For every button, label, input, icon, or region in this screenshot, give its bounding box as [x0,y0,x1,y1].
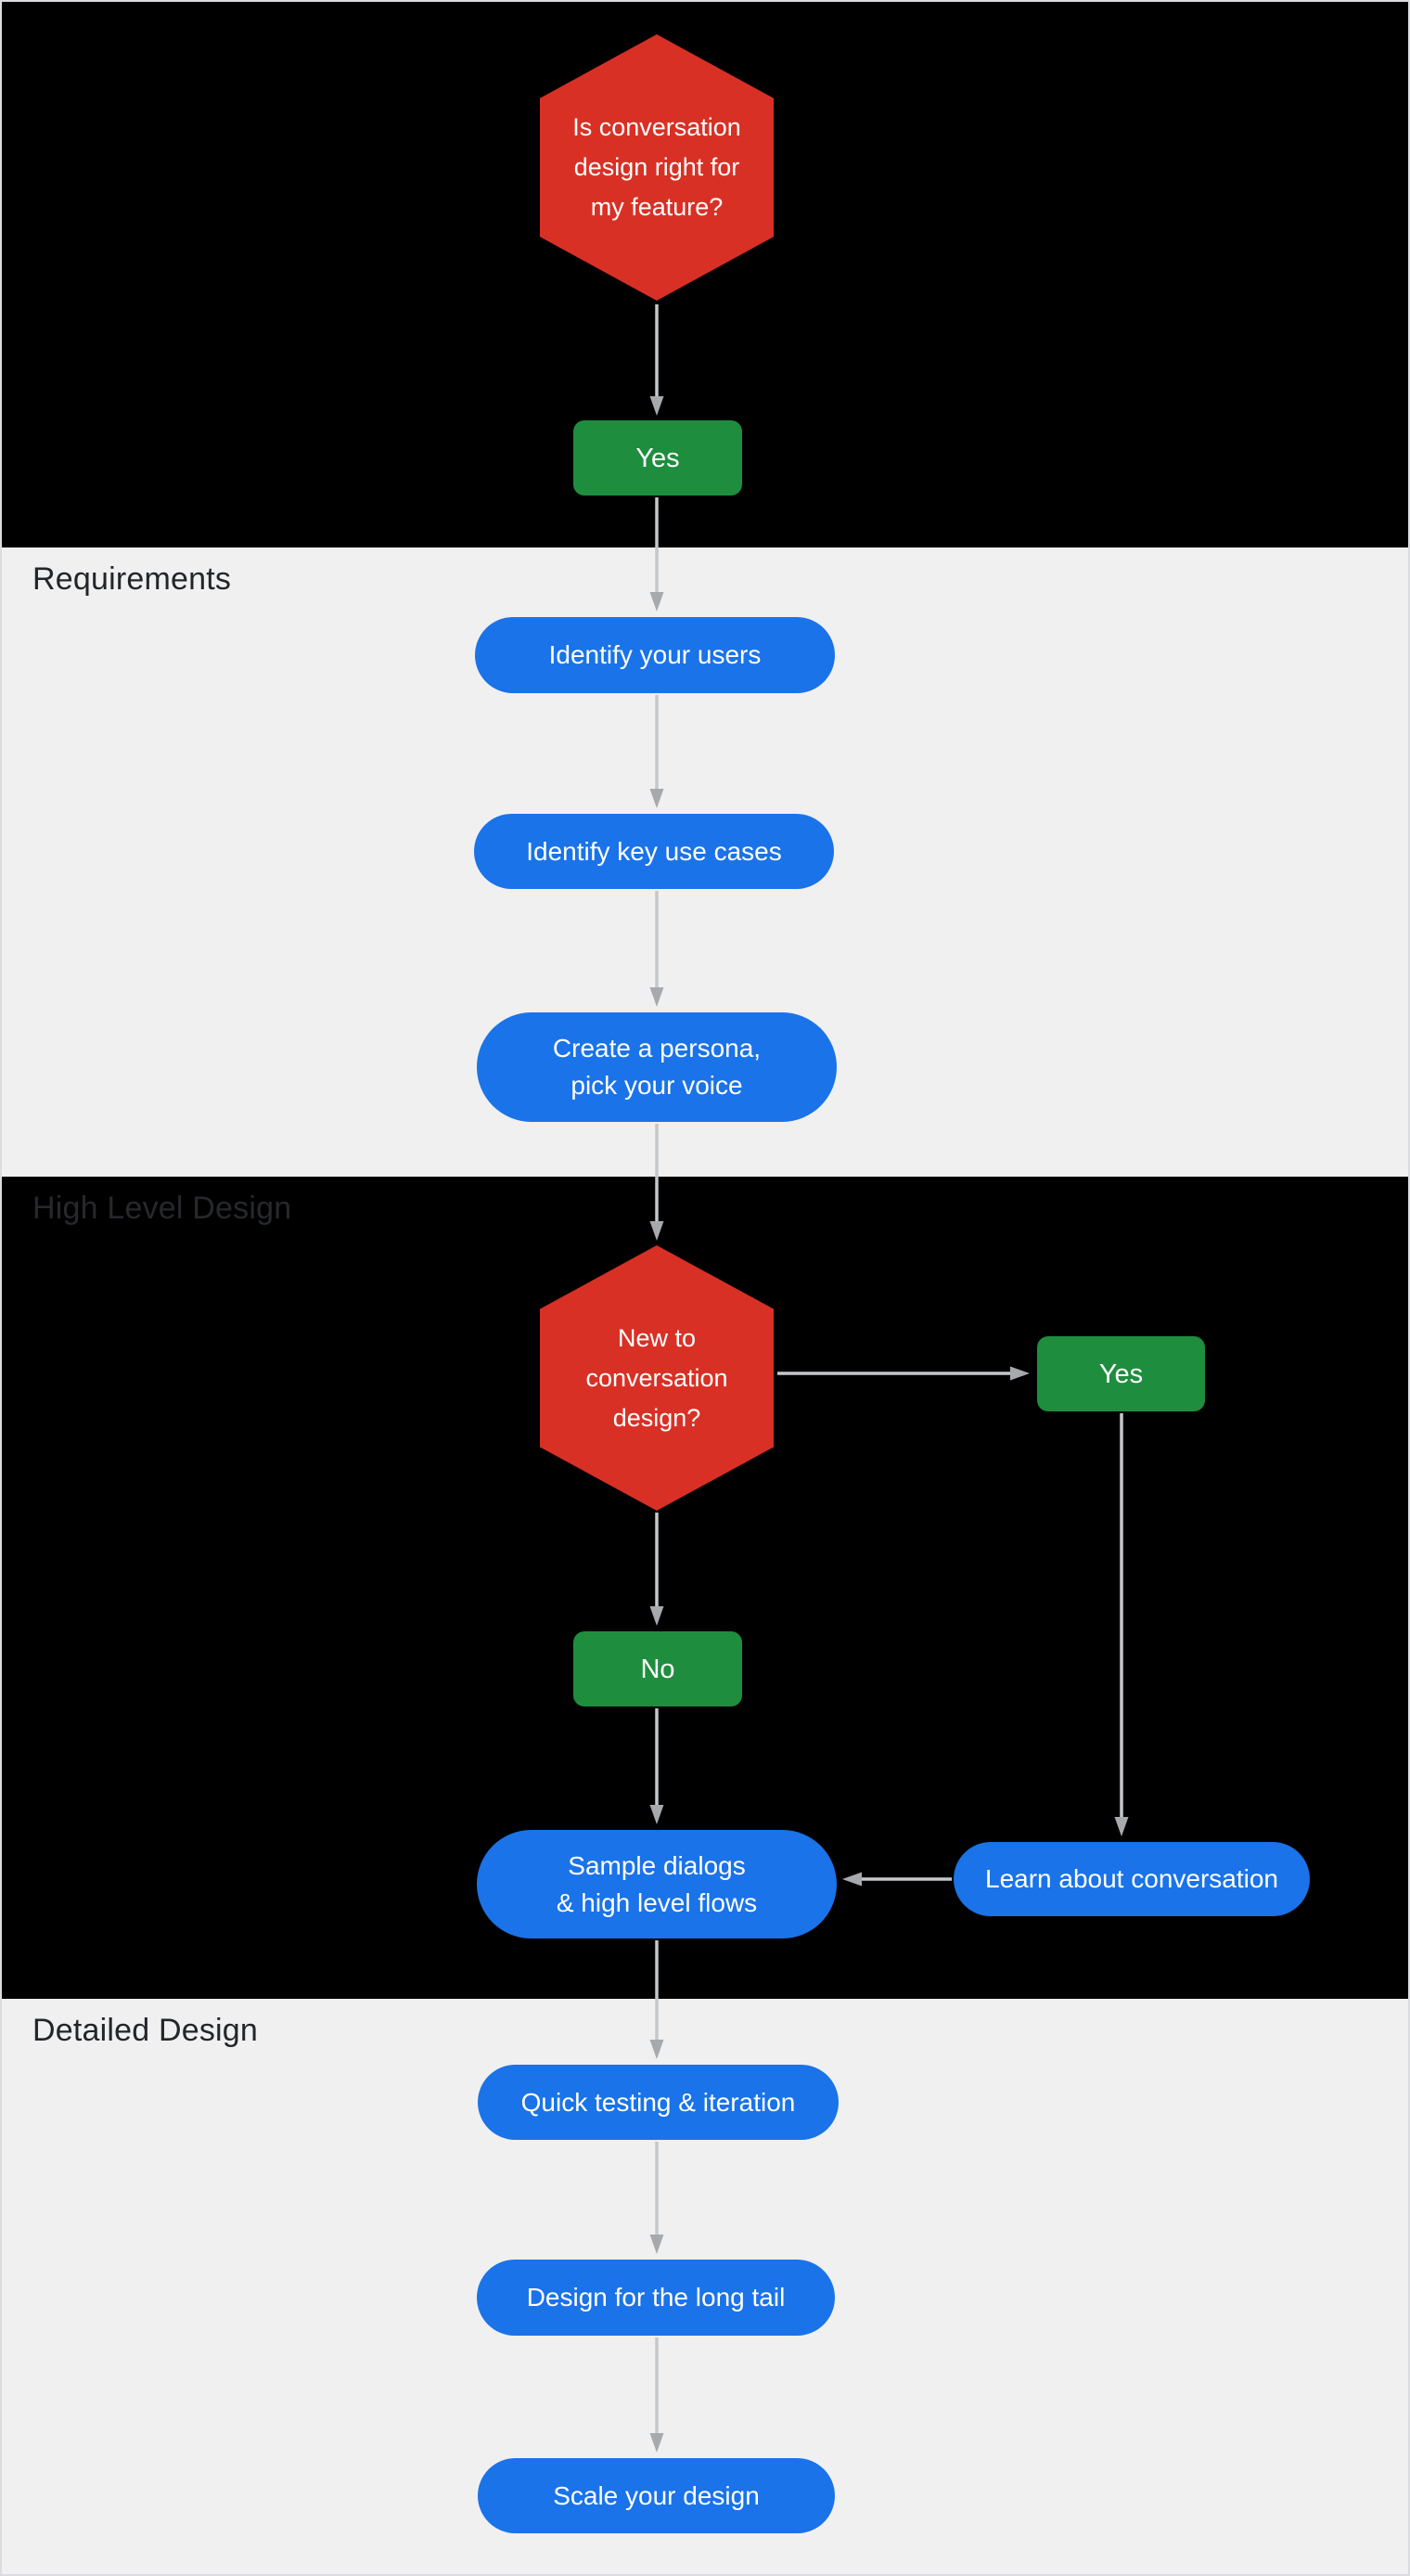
node-create-a-persona[interactable]: Create a persona, pick your voice [477,1012,837,1122]
node-yes-2[interactable]: Yes [1037,1336,1205,1411]
node-scale-your-design[interactable]: Scale your design [478,2458,835,2533]
node-no[interactable]: No [573,1631,742,1707]
node-sample-dialogs[interactable]: Sample dialogs & high level flows [477,1830,837,1938]
section-detailed-design-label: Detailed Design [32,2013,259,2048]
node-learn-about-conversation[interactable]: Learn about conversation [954,1842,1310,1916]
node-new-to-conversation-design[interactable]: New to conversation design? [540,1245,774,1511]
node-identify-your-users[interactable]: Identify your users [475,617,835,693]
section-requirements-label: Requirements [32,561,232,597]
node-yes-1[interactable]: Yes [573,420,742,496]
node-identify-key-use-cases[interactable]: Identify key use cases [474,814,834,889]
node-design-for-the-long-tail[interactable]: Design for the long tail [477,2260,835,2336]
node-is-conversation-design-right[interactable]: Is conversation design right for my feat… [540,34,774,301]
section-high-level-design-label: High Level Design [32,1191,292,1226]
node-quick-testing-iteration[interactable]: Quick testing & iteration [478,2065,839,2140]
